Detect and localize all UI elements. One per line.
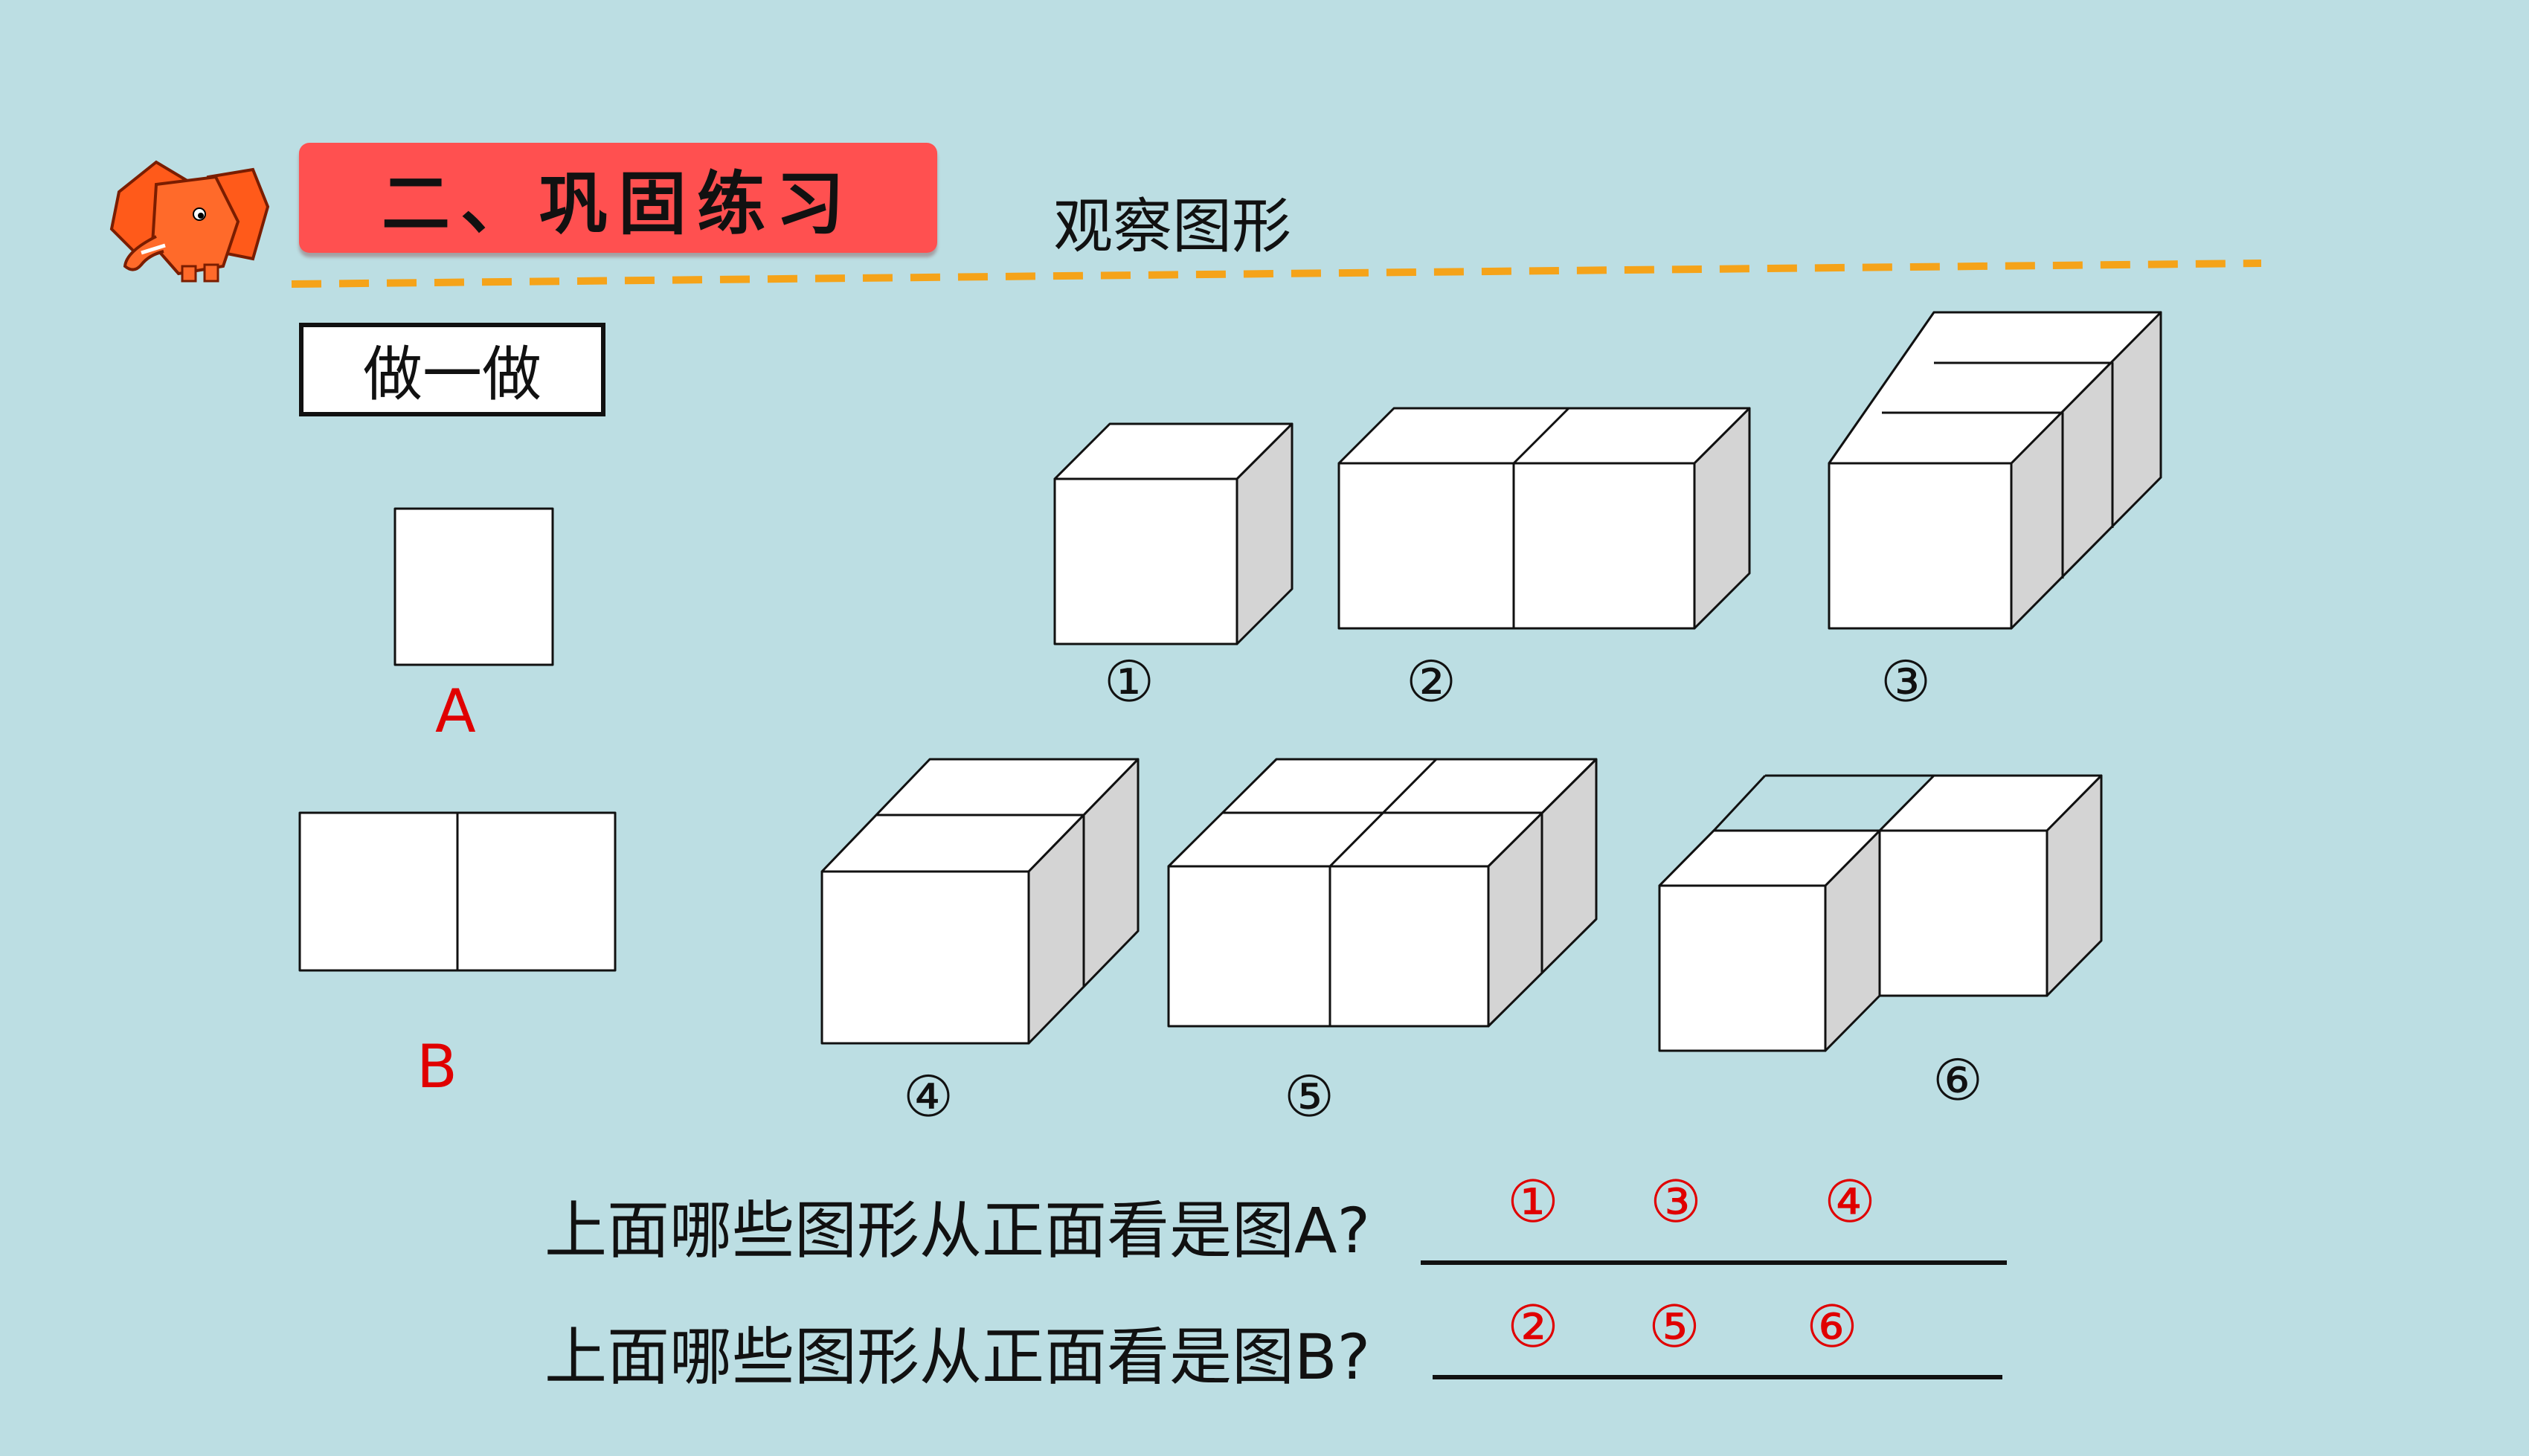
shape-label-6: ⑥: [1932, 1047, 1984, 1113]
figure-a-label: A: [435, 677, 476, 746]
shape-2-cubes: [1337, 407, 1751, 630]
section-title-banner: 二、巩固练习: [299, 143, 937, 253]
activity-label: 做一做: [363, 340, 542, 409]
section-title: 二、巩固练习: [381, 163, 855, 244]
figure-a-square: [393, 507, 554, 666]
shape-1-cube: [1053, 422, 1294, 645]
activity-label-box: 做一做: [299, 323, 605, 416]
shape-label-1: ①: [1104, 648, 1155, 715]
answer-a-2: ③: [1650, 1169, 1702, 1236]
shape-label-2: ②: [1406, 648, 1457, 715]
answer-a-1: ①: [1507, 1169, 1559, 1236]
shape-label-3: ③: [1880, 648, 1932, 715]
figure-b-label: B: [417, 1032, 457, 1101]
question-a: 上面哪些图形从正面看是图A?: [544, 1194, 1371, 1267]
answer-b-3: ⑥: [1806, 1294, 1858, 1361]
shape-label-4: ④: [903, 1063, 954, 1130]
page-subtitle: 观察图形: [1053, 192, 1291, 261]
shape-label-5: ⑤: [1284, 1063, 1335, 1130]
shape-4-cubes: [820, 758, 1140, 1045]
shape-3-cubes: [1828, 311, 2162, 630]
answer-b-2: ⑤: [1648, 1294, 1700, 1361]
answer-a-3: ④: [1824, 1169, 1876, 1236]
shape-5-cubes: [1167, 758, 1598, 1028]
question-b: 上面哪些图形从正面看是图B?: [544, 1321, 1371, 1394]
shape-6-cubes: [1658, 774, 2103, 1052]
answer-b-1: ②: [1507, 1294, 1559, 1361]
